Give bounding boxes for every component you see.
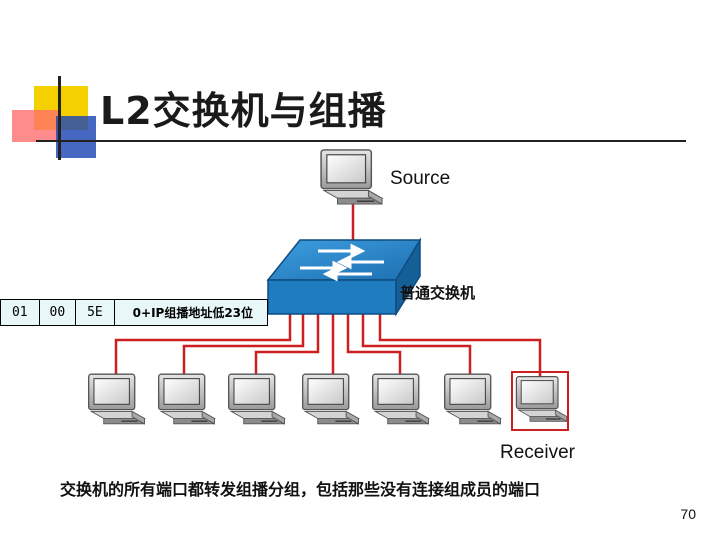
receiver-computer-icon — [87, 373, 146, 425]
receiver-computer-icon — [443, 373, 502, 425]
decor-red-square — [12, 110, 60, 142]
receiver-computer-icon — [371, 373, 430, 425]
receiver-computer-icon — [301, 373, 360, 425]
page-number: 70 — [680, 506, 696, 522]
caption: 交换机的所有端口都转发组播分组，包括那些没有连接组成员的端口 — [60, 480, 541, 499]
decor-vertical-line — [58, 76, 61, 160]
downlinks — [114, 314, 542, 378]
mac-field: 5E — [76, 300, 115, 325]
mac-field: 00 — [40, 300, 77, 325]
source-label: Source — [390, 168, 451, 189]
multicast-mac-header: 01 00 5E 0+IP组播地址低23位 — [0, 299, 268, 326]
receiver-label: Receiver — [500, 442, 575, 463]
receiver-computer-icon — [515, 375, 568, 423]
decor-blue-square — [56, 116, 96, 158]
mac-field: 01 — [1, 300, 40, 325]
switch-icon — [266, 237, 422, 317]
switch-label: 普通交换机 — [400, 284, 476, 302]
receiver-highlight-box — [511, 371, 569, 431]
slide-title: L2交换机与组播 — [100, 89, 387, 133]
decor-horizontal-rule — [36, 140, 686, 142]
receiver-computer-icon — [157, 373, 216, 425]
source-computer-icon — [320, 149, 383, 205]
mac-field: 0+IP组播地址低23位 — [132, 306, 254, 320]
receiver-computer-icon — [227, 373, 286, 425]
